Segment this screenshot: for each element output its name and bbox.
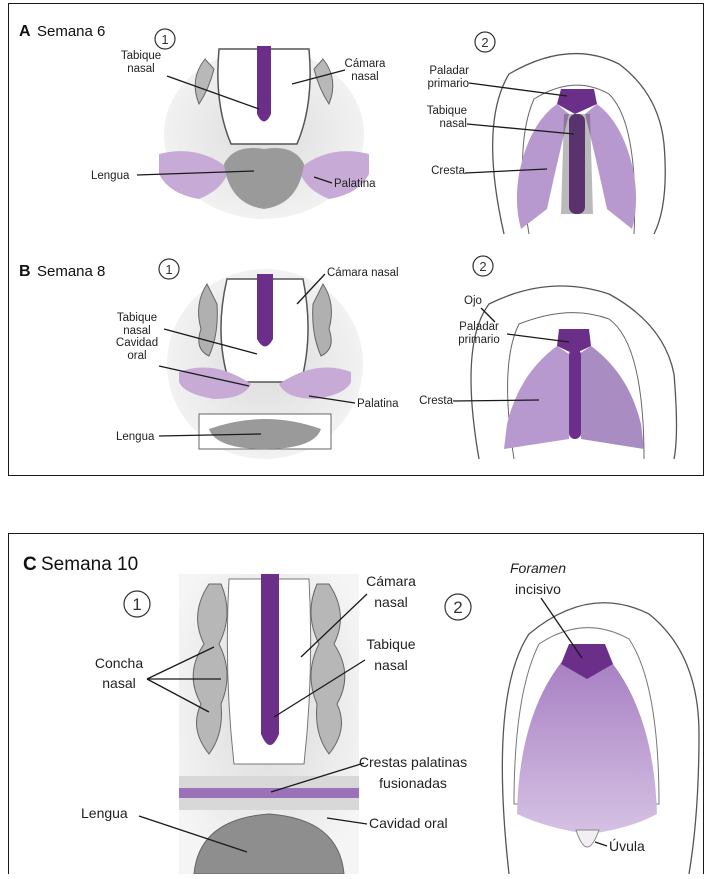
b1-nasal-septum [257, 274, 273, 347]
b2-label-paladar-2: primario [458, 334, 500, 346]
panel-c-week: Semana 10 [41, 554, 138, 575]
c1-label-camara-1: Cámara [366, 573, 416, 589]
a1-label-tabique-1: Tabique [121, 50, 161, 62]
panel-ab-svg: A Semana 6 1 2 Tabique nasal Cámara nasa… [9, 4, 703, 475]
panel-a-number-2: 2 [475, 32, 495, 52]
b1-label-lengua: Lengua [116, 431, 155, 443]
a1-label-palatina: Palatina [334, 178, 376, 190]
b1-label-tabique-2: nasal [123, 325, 151, 337]
c2-palate-view [502, 603, 699, 874]
b1-label-tabique-1: Tabique [117, 312, 157, 324]
panel-c-letter: C [23, 554, 37, 575]
c1-label-crestas-1: Crestas palatinas [359, 754, 467, 770]
svg-text:2: 2 [479, 259, 486, 274]
panel-a-b: A Semana 6 1 2 Tabique nasal Cámara nasa… [8, 3, 704, 476]
svg-text:1: 1 [165, 262, 172, 277]
svg-text:1: 1 [132, 595, 141, 614]
panel-a-number-1: 1 [155, 29, 175, 49]
panel-c-number-2: 2 [445, 594, 471, 620]
c1-label-cavidad-oral: Cavidad oral [369, 815, 448, 831]
b2-label-paladar-1: Paladar [459, 321, 499, 333]
a2-label-tabique-2: nasal [440, 118, 468, 130]
c1-cross-section [179, 574, 359, 874]
c1-label-crestas-2: fusionadas [379, 775, 447, 791]
svg-text:2: 2 [481, 35, 488, 50]
panel-a-letter: A [19, 23, 31, 40]
c2-label-foramen-1: Foramen [510, 560, 566, 576]
c2-label-foramen-2: incisivo [515, 581, 561, 597]
a1-label-lengua: Lengua [91, 170, 130, 182]
c1-label-lengua: Lengua [81, 805, 128, 821]
a1-label-camara-2: nasal [351, 71, 379, 83]
a2-label-tabique-1: Tabique [427, 105, 467, 117]
a1-label-tabique-2: nasal [127, 63, 155, 75]
svg-text:1: 1 [161, 32, 168, 47]
b1-label-cavidad-2: oral [127, 350, 146, 362]
c1-label-concha-2: nasal [102, 675, 135, 691]
a1-label-camara-1: Cámara [345, 58, 387, 70]
c1-fused-palate [179, 788, 359, 798]
c1-label-tabique-1: Tabique [366, 636, 415, 652]
b1-cross-section [167, 269, 363, 459]
c1-label-camara-2: nasal [374, 594, 407, 610]
panel-b-number-1: 1 [159, 259, 179, 279]
a2-label-paladar-1: Paladar [429, 65, 469, 77]
b2-palate-view [471, 286, 677, 459]
a2-label-paladar-2: primario [427, 78, 469, 90]
c1-nasal-septum [261, 574, 279, 745]
a2-label-cresta: Cresta [431, 165, 465, 177]
panel-c-number-1: 1 [124, 591, 150, 617]
c2-label-uvula: Úvula [609, 838, 645, 854]
b2-label-ojo: Ojo [464, 295, 482, 307]
c2-uvula [576, 830, 599, 847]
svg-text:2: 2 [453, 598, 462, 617]
b2-label-cresta: Cresta [419, 395, 453, 407]
panel-a-week: Semana 6 [37, 23, 105, 40]
panel-b-number-2: 2 [473, 256, 493, 276]
panel-c-svg: C Semana 10 1 2 Concha nasal Cámara nasa… [9, 534, 703, 874]
panel-b-letter: B [19, 263, 31, 280]
a1-nasal-septum [257, 46, 271, 122]
b1-label-cavidad-1: Cavidad [116, 337, 158, 349]
a2-palate-view [493, 54, 666, 234]
c1-label-concha-1: Concha [95, 655, 143, 671]
panel-b-week: Semana 8 [37, 263, 105, 280]
b1-label-palatina: Palatina [357, 398, 399, 410]
b1-label-camara: Cámara nasal [327, 267, 399, 279]
panel-c: C Semana 10 1 2 Concha nasal Cámara nasa… [8, 533, 704, 874]
c1-label-tabique-2: nasal [374, 657, 407, 673]
